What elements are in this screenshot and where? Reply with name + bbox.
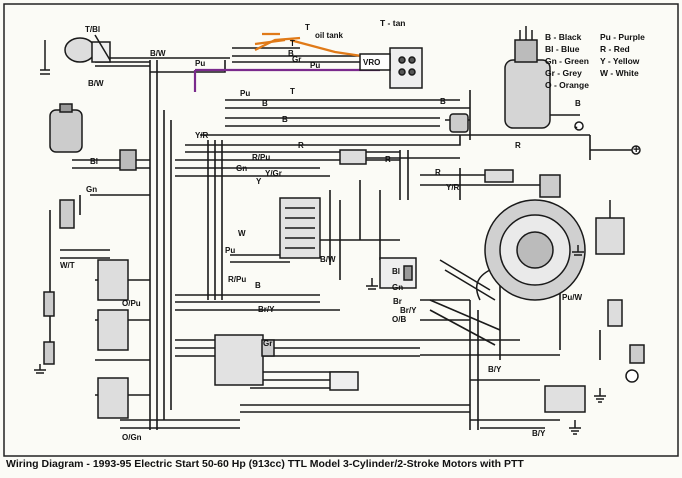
ground-symbols	[34, 245, 606, 435]
label-gr-2: Gr	[263, 339, 272, 348]
label-bw-top: B/W	[150, 49, 166, 58]
starter-motor	[504, 26, 551, 129]
label-t-2: T	[290, 39, 295, 48]
key-switch	[40, 34, 111, 75]
label-ob: O/B	[392, 315, 406, 324]
label-b-5: B	[575, 99, 581, 108]
label-bl-1: Bl	[90, 157, 98, 166]
diagram-caption: Wiring Diagram - 1993-95 Electric Start …	[6, 458, 524, 470]
vro-connector	[359, 47, 423, 89]
label-by-2: B/Y	[532, 429, 546, 438]
stator	[475, 199, 586, 301]
label-pu-2: Pu	[310, 61, 320, 70]
label-ogn: O/Gn	[122, 433, 142, 442]
legend-tan-note: T - tan	[380, 18, 406, 28]
label-b-6: B	[255, 281, 261, 290]
label-b-2: B	[262, 99, 268, 108]
legend-red: R - Red	[600, 44, 630, 54]
label-gr-1: Gr	[292, 55, 301, 64]
label-bry-1: Br/Y	[258, 305, 275, 314]
legend-grey: Gr - Grey	[545, 68, 582, 78]
legend-yellow: Y - Yellow	[600, 56, 640, 66]
wire-labels: oil tank VRO T/Bl B/W B/W Pu Pu Pu Pu T …	[60, 23, 639, 442]
tilt-switch	[607, 299, 623, 327]
sensors	[59, 113, 645, 413]
rectifier-regulator	[279, 197, 321, 259]
trim-motor	[49, 103, 83, 153]
label-ygr: Y/Gr	[265, 169, 282, 178]
label-b-4: B	[440, 97, 446, 106]
label-gn-2: Gn	[236, 164, 247, 173]
label-wt: W/T	[60, 261, 75, 270]
label-vro: VRO	[363, 58, 380, 67]
spark-plugs	[43, 291, 55, 365]
label-bw-key: B/W	[88, 79, 104, 88]
label-rpu-1: R/Pu	[252, 153, 270, 162]
label-t-3: T	[290, 87, 295, 96]
diagram-frame	[3, 3, 679, 457]
label-by-1: B/Y	[488, 365, 502, 374]
label-w-1: W	[238, 229, 246, 238]
label-yr-2: Y/R	[446, 183, 460, 192]
label-y-1: Y	[256, 177, 262, 186]
label-br-1: Br	[393, 297, 402, 306]
legend-purple: Pu - Purple	[600, 32, 645, 42]
ignition-coils	[97, 259, 129, 419]
label-bl-2: Bl	[392, 267, 400, 276]
label-pu-4: Pu	[225, 246, 235, 255]
trim-relay	[379, 257, 417, 289]
legend-blue: Bl - Blue	[545, 44, 580, 54]
label-bw-2: B/W	[320, 255, 336, 264]
label-pu-1: Pu	[195, 59, 205, 68]
label-minus-terminal: -	[574, 121, 578, 133]
label-yr-1: Y/R	[195, 131, 209, 140]
label-puw: Pu/W	[562, 293, 582, 302]
label-bry-2: Br/Y	[400, 306, 417, 315]
label-gn-1: Gn	[86, 185, 97, 194]
label-oil-tank: oil tank	[315, 31, 344, 40]
label-r-1: R	[298, 141, 304, 150]
label-t-1: T	[305, 23, 310, 32]
legend-green: Gn - Green	[545, 56, 589, 66]
legend-white: W - White	[600, 68, 639, 78]
trim-sender	[595, 200, 625, 255]
power-pack	[214, 334, 275, 386]
components	[34, 26, 645, 435]
label-pu-3: Pu	[240, 89, 250, 98]
label-r-3: R	[515, 141, 521, 150]
label-b-3: B	[282, 115, 288, 124]
label-plus-terminal: +	[633, 144, 639, 156]
label-r-2: R	[385, 155, 391, 164]
color-legend: T - tan B - Black Bl - Blue Gn - Green G…	[380, 18, 645, 90]
label-r-4: R	[435, 168, 441, 177]
battery-terminals	[574, 121, 641, 155]
legend-orange: O - Orange	[545, 80, 589, 90]
label-opu: O/Pu	[122, 299, 141, 308]
label-gn-3: Gn	[392, 283, 403, 292]
label-tbl: T/Bl	[85, 25, 100, 34]
label-rpu-2: R/Pu	[228, 275, 246, 284]
legend-black: B - Black	[545, 32, 582, 42]
label-b-1: B	[288, 49, 294, 58]
